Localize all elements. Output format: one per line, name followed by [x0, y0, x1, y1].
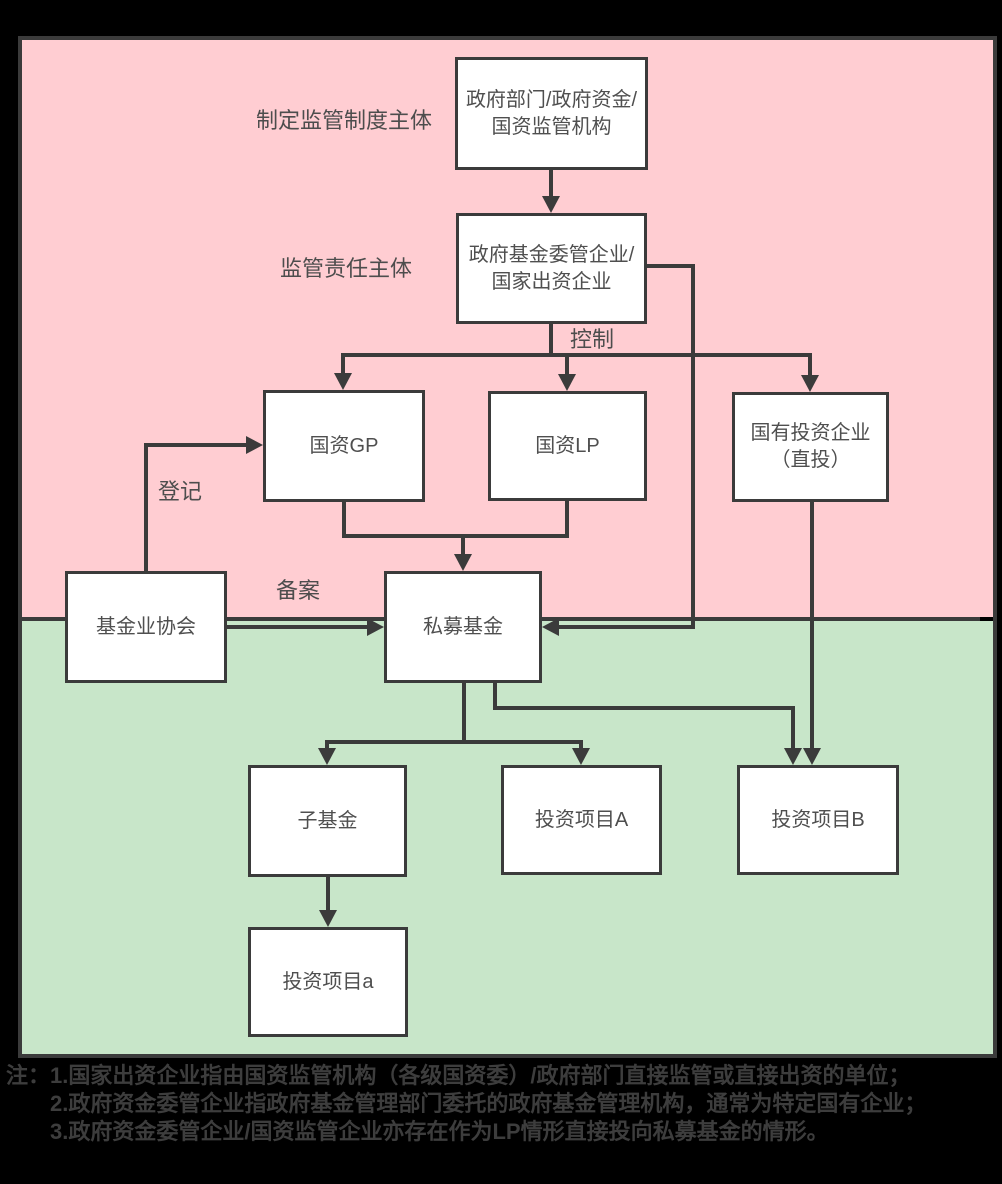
node-gov-dept-label: 政府部门/政府资金/国资监管机构: [465, 88, 638, 138]
node-project-b: 投资项目B: [737, 765, 899, 875]
node-private-fund: 私募基金: [384, 571, 542, 683]
node-fund-assoc: 基金业协会: [65, 571, 227, 683]
edge-subfund-to-projecta2: [326, 877, 330, 911]
node-fund-assoc-label: 基金业协会: [96, 615, 196, 638]
edge-privatefund-right-h: [493, 706, 795, 710]
arrowhead-into-privatefund-top-icon: [454, 554, 472, 571]
edge-drop-to-gp: [341, 357, 345, 375]
edge-control-branch: [341, 353, 812, 357]
edge-register-v: [144, 443, 148, 573]
edge-entrusted-right-h: [647, 264, 695, 268]
footnote-line-1: 注：1.国家出资企业指由国资监管机构（各级国资委）/政府部门直接监管或直接出资的…: [6, 1062, 998, 1090]
edge-entrusted-stem: [549, 324, 553, 357]
edge-drop-to-direct: [808, 357, 812, 377]
node-soe-gp-label: 国资GP: [309, 434, 379, 457]
diagram-frame: [18, 36, 997, 1058]
edge-filing-h: [227, 625, 369, 629]
arrowhead-register-into-gp-icon: [246, 436, 263, 454]
node-gov-fund-entrusted-label: 政府基金委管企业/国家出资企业: [468, 243, 635, 293]
arrowhead-into-projecta-icon: [572, 748, 590, 765]
node-project-a-small-label: 投资项目a: [282, 970, 374, 993]
node-gov-dept: 政府部门/政府资金/国资监管机构: [455, 57, 648, 170]
edge-privatefund-down: [462, 683, 466, 744]
arrowhead-direct-into-projectb-icon: [803, 748, 821, 765]
footnote-line-2: 2.政府资金委管企业指政府基金管理部门委托的政府基金管理机构，通常为特定国有企业…: [50, 1091, 927, 1116]
edge-gp-down: [342, 502, 346, 538]
node-project-a: 投资项目A: [501, 765, 662, 875]
node-private-fund-label: 私募基金: [423, 615, 503, 638]
footnote-item-1: 1.国家出资企业指由国资监管机构（各级国资委）/政府部门直接监管或直接出资的单位…: [50, 1063, 911, 1088]
arrowhead-into-projecta2-icon: [319, 910, 337, 927]
node-gov-fund-entrusted: 政府基金委管企业/国家出资企业: [456, 213, 647, 324]
arrowhead-filing-into-privatefund-icon: [367, 618, 384, 636]
node-sub-fund: 子基金: [248, 765, 407, 877]
arrowhead-entrusted-into-privatefund-icon: [542, 618, 559, 636]
node-soe-gp: 国资GP: [263, 390, 425, 502]
node-soe-direct: 国有投资企业 （直投）: [732, 392, 889, 502]
edge-govdept-to-entrusted: [549, 170, 553, 200]
footnote-line-3: 3.政府资金委管企业/国资监管企业亦存在作为LP情形直接投向私募基金的情形。: [50, 1119, 829, 1144]
footnotes: 注：1.国家出资企业指由国资监管机构（各级国资委）/政府部门直接监管或直接出资的…: [6, 1062, 998, 1146]
arrowhead-into-entrusted-icon: [542, 196, 560, 213]
node-soe-lp: 国资LP: [488, 391, 647, 501]
arrowhead-into-direct-icon: [801, 375, 819, 392]
edge-privatefund-branch: [325, 740, 583, 744]
edge-privatefund-to-projectb: [791, 710, 795, 750]
node-sub-fund-label: 子基金: [297, 809, 358, 832]
label-supervisor: 监管责任主体: [280, 256, 413, 281]
edge-direct-to-projectb: [810, 502, 814, 750]
edge-privatefund-right-v1: [493, 683, 497, 710]
node-project-b-label: 投资项目B: [771, 808, 865, 831]
arrowhead-into-gp-icon: [334, 373, 352, 390]
edge-register-h: [144, 443, 248, 447]
edge-gp-lp-merge: [342, 534, 569, 538]
label-control: 控制: [570, 327, 615, 352]
edge-drop-to-lp: [565, 357, 569, 376]
arrowhead-privatefund-into-projectb-icon: [784, 748, 802, 765]
arrowhead-into-subfund-icon: [318, 748, 336, 765]
footnote-prefix: 注：: [6, 1063, 51, 1088]
edge-lp-down: [565, 501, 569, 538]
node-project-a-small: 投资项目a: [248, 927, 408, 1037]
edge-entrusted-to-privatefund-h: [557, 625, 695, 629]
edge-entrusted-right-v: [691, 264, 695, 629]
arrowhead-into-lp-icon: [558, 374, 576, 391]
label-policy-maker: 制定监管制度主体: [256, 108, 433, 133]
label-register: 登记: [158, 479, 203, 504]
node-project-a-label: 投资项目A: [534, 808, 629, 831]
node-soe-lp-label: 国资LP: [535, 434, 600, 457]
edge-merge-to-privatefund: [461, 534, 465, 556]
node-soe-direct-label: 国有投资企业 （直投）: [750, 422, 871, 471]
label-filing: 备案: [276, 578, 321, 603]
